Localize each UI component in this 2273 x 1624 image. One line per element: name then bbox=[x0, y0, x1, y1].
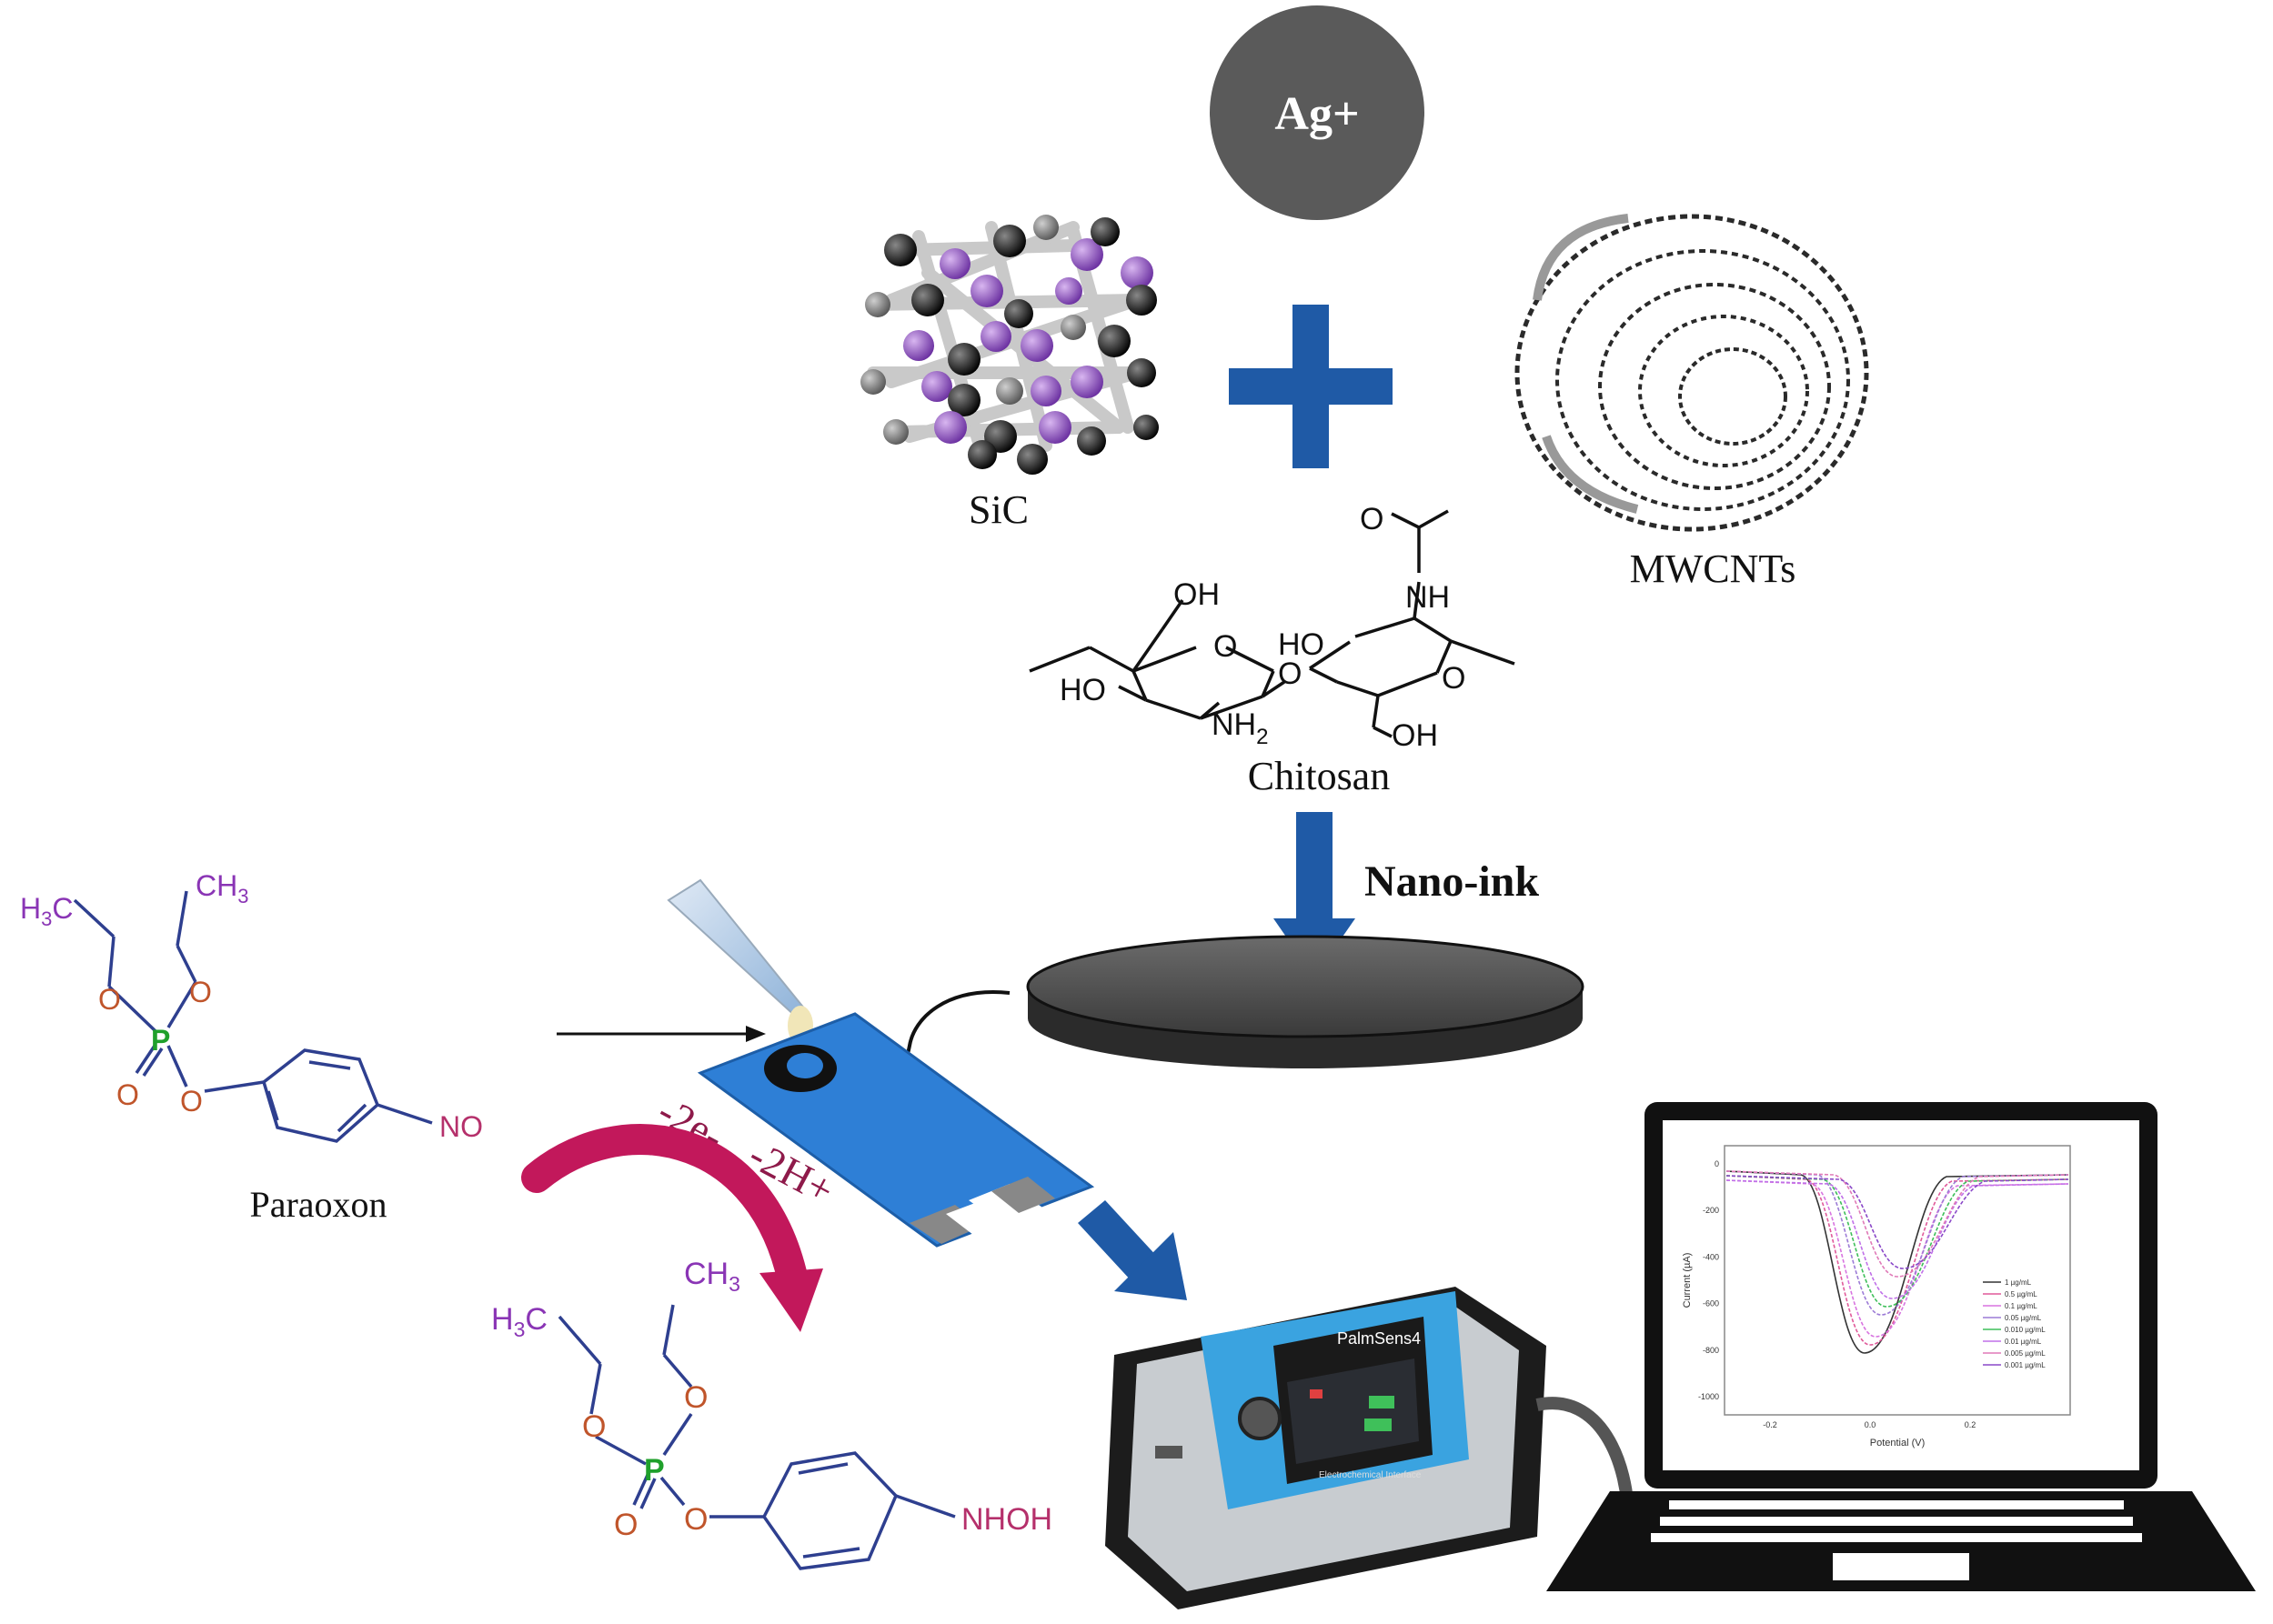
plot-xtick-label: -0.2 bbox=[1763, 1420, 1777, 1429]
product-structure bbox=[558, 1304, 956, 1570]
plot-curve bbox=[1725, 1170, 2069, 1316]
dpv-plot: 0 -200 -400 -600 -800 -1000 -0.2 0.0 0.2 1 µg/m… bbox=[1682, 1145, 2071, 1449]
plot-xlabel: Potential (V) bbox=[1870, 1438, 1926, 1449]
to-device-arrow bbox=[1078, 1200, 1187, 1300]
plot-legend-label: 0.05 µg/mL bbox=[2005, 1314, 2042, 1322]
usb-port-icon bbox=[1155, 1446, 1182, 1459]
reduction-arrow bbox=[521, 1124, 823, 1332]
chitosan-label: Chitosan bbox=[1248, 754, 1390, 798]
chitosan-ho-mid: HO bbox=[1278, 627, 1324, 662]
paraoxon-oxygen-aryl: O bbox=[180, 1085, 203, 1118]
mwcnt-tube-icon bbox=[1514, 214, 1869, 532]
plot-legend-label: 0.010 µg/mL bbox=[2005, 1326, 2046, 1334]
chitosan-nh2: NH2 bbox=[1212, 707, 1268, 749]
chitosan-ring-oxygen-2: O bbox=[1442, 661, 1465, 696]
chitosan-nh: NH bbox=[1405, 580, 1450, 615]
plot-legend-label: 0.01 µg/mL bbox=[2005, 1338, 2042, 1346]
silver-ion-circle: Ag+ bbox=[1210, 5, 1424, 220]
paraoxon-ch3: CH3 bbox=[196, 869, 248, 907]
pipette-tip-icon bbox=[667, 878, 813, 1046]
laptop-keyboard bbox=[1651, 1500, 2142, 1542]
chitosan-glycosidic-oxygen: O bbox=[1278, 657, 1302, 691]
plot-curve bbox=[1725, 1175, 2069, 1269]
plot-ytick-label: -400 bbox=[1703, 1252, 1719, 1261]
nano-ink-label: Nano-ink bbox=[1364, 857, 1539, 906]
sic-crystal-icon bbox=[860, 215, 1159, 475]
plot-curve bbox=[1725, 1179, 2069, 1299]
laptop-screen bbox=[1663, 1120, 2139, 1470]
paraoxon-h3c: H3C bbox=[20, 892, 73, 930]
product-nhoh-group: NHOH bbox=[961, 1502, 1052, 1537]
laptop-trackpad bbox=[1833, 1553, 1969, 1580]
paraoxon-oxygen-1: O bbox=[98, 983, 121, 1016]
product-phosphorus: P bbox=[644, 1453, 665, 1488]
sic-label: SiC bbox=[969, 487, 1029, 532]
chitosan-structure bbox=[1029, 509, 1515, 738]
plot-legend-label: 1 µg/mL bbox=[2005, 1278, 2032, 1287]
paraoxon-label: Paraoxon bbox=[249, 1184, 387, 1225]
product-oxygen-2: O bbox=[684, 1380, 708, 1415]
product-ch3: CH3 bbox=[684, 1257, 740, 1296]
product-h3c: H3C bbox=[491, 1302, 548, 1341]
screen-printed-electrode bbox=[697, 1012, 1095, 1248]
chitosan-oh-top: OH bbox=[1173, 577, 1220, 612]
plot-ytick-label: -800 bbox=[1703, 1346, 1719, 1355]
plot-ytick-label: -1000 bbox=[1698, 1392, 1719, 1401]
plot-curve bbox=[1725, 1175, 2069, 1346]
plot-legend-label: 0.005 µg/mL bbox=[2005, 1349, 2046, 1358]
sample-arrow bbox=[557, 1026, 766, 1042]
plot-legend-label: 0.001 µg/mL bbox=[2005, 1361, 2046, 1369]
paraoxon-no-group: NO bbox=[439, 1110, 483, 1143]
chitosan-ring-oxygen-1: O bbox=[1213, 629, 1237, 664]
plot-xtick-label: 0.0 bbox=[1865, 1420, 1876, 1429]
device-brand: PalmSens4 bbox=[1337, 1329, 1421, 1348]
product-oxygen-1: O bbox=[582, 1409, 606, 1444]
plot-ytick-label: 0 bbox=[1715, 1159, 1719, 1168]
plot-curve bbox=[1725, 1170, 2069, 1278]
paraoxon-oxygen-double: O bbox=[116, 1078, 139, 1111]
plot-xtick-label: 0.2 bbox=[1965, 1420, 1976, 1429]
plot-ylabel: Current (µA) bbox=[1682, 1253, 1693, 1308]
chitosan-oh-bottom: OH bbox=[1392, 718, 1438, 753]
plot-ytick-label: -600 bbox=[1703, 1299, 1719, 1308]
paraoxon-oxygen-2: O bbox=[189, 976, 212, 1008]
plot-curves bbox=[1725, 1170, 2069, 1354]
plot-ytick-label: -200 bbox=[1703, 1206, 1719, 1215]
plot-legend-label: 0.1 µg/mL bbox=[2005, 1302, 2037, 1310]
plot-xticks: -0.2 0.0 0.2 bbox=[1763, 1420, 1976, 1429]
plot-curve bbox=[1725, 1170, 2069, 1354]
silver-ion-label: Ag+ bbox=[1274, 88, 1359, 140]
ink-disc bbox=[1026, 935, 1584, 1068]
laptop bbox=[1546, 1102, 2256, 1591]
chitosan-carbonyl-oxygen: O bbox=[1360, 502, 1383, 536]
mwcnt-label: MWCNTs bbox=[1630, 546, 1796, 591]
plot-frame bbox=[1724, 1145, 2071, 1416]
chitosan-ho-left: HO bbox=[1060, 673, 1106, 707]
plot-legend-label: 0.5 µg/mL bbox=[2005, 1290, 2037, 1298]
product-oxygen-double: O bbox=[614, 1508, 638, 1542]
device-connector-icon bbox=[1238, 1397, 1282, 1440]
plot-yticks: 0 -200 -400 -600 -800 -1000 bbox=[1698, 1159, 1719, 1401]
device-screen-caption: Electrochemical Interface bbox=[1319, 1470, 1422, 1480]
paraoxon-structure bbox=[73, 890, 433, 1143]
plus-icon bbox=[1229, 305, 1393, 468]
product-oxygen-aryl: O bbox=[684, 1502, 708, 1537]
paraoxon-phosphorus: P bbox=[151, 1024, 170, 1057]
plot-curve bbox=[1725, 1175, 2069, 1308]
potentiostat-device: PalmSens4 Electrochemical Interface bbox=[1105, 1287, 1546, 1609]
plot-legend: 1 µg/mL 0.5 µg/mL 0.1 µg/mL 0.05 µg/mL 0.010… bbox=[1983, 1278, 2046, 1369]
